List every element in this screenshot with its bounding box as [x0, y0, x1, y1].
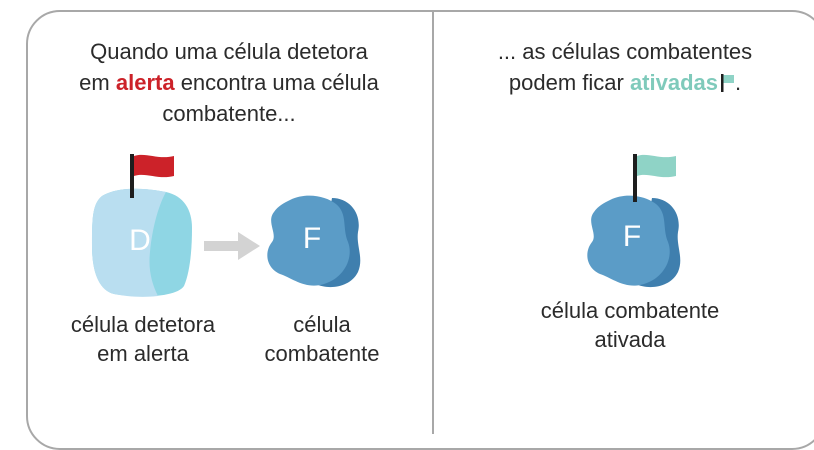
panel-divider [432, 12, 434, 434]
right-caption-post: . [735, 70, 742, 95]
left-caption-post: encontra uma célula [174, 70, 379, 95]
detector-label: célula detetora em alerta [52, 310, 234, 368]
activated-cell [587, 154, 681, 288]
activated-cell-body [587, 195, 670, 286]
left-caption-line-1: Quando uma célula detetora [90, 39, 368, 64]
activated-label-line-1: célula combatente [540, 298, 720, 323]
right-caption-pre: podem ficar [508, 70, 630, 95]
left-caption-pre: em [79, 70, 116, 95]
flag-icon [721, 74, 734, 92]
activated-label-line-2: ativada [594, 327, 666, 352]
detector-label-line-1: célula detetora [70, 312, 216, 337]
activated-letter: F [622, 220, 642, 253]
activated-flag-pole [633, 154, 637, 202]
activated-word: ativadas [629, 70, 718, 95]
detector-cell-highlight [92, 188, 166, 297]
fighter-letter: F [302, 222, 322, 255]
fighter-label: célula combatente [238, 310, 406, 368]
detector-flag-pole [130, 154, 134, 198]
fighter-cell-body [267, 195, 350, 286]
fighter-label-line-2: combatente [264, 341, 380, 366]
right-caption-line-1: ... as células combatentes [497, 39, 753, 64]
left-caption-line-3: combatente... [162, 101, 296, 126]
fighter-label-line-1: célula [293, 312, 351, 337]
left-caption-line-2: em alerta encontra uma célula [44, 67, 414, 98]
right-caption-line-2: podem ficar ativadas. [445, 67, 805, 98]
left-caption: Quando uma célula detetora em alerta enc… [44, 36, 414, 129]
right-caption: ... as células combatentes podem ficar a… [445, 36, 805, 98]
activated-label: célula combatente ativada [525, 296, 735, 354]
detector-label-line-2: em alerta [97, 341, 189, 366]
detector-cell [92, 154, 192, 297]
detector-letter: D [129, 224, 151, 257]
fighter-cell [267, 195, 361, 288]
detector-flag [134, 154, 174, 178]
alert-word: alerta [115, 70, 175, 95]
activated-flag [637, 154, 676, 178]
arrow-icon [204, 232, 260, 260]
